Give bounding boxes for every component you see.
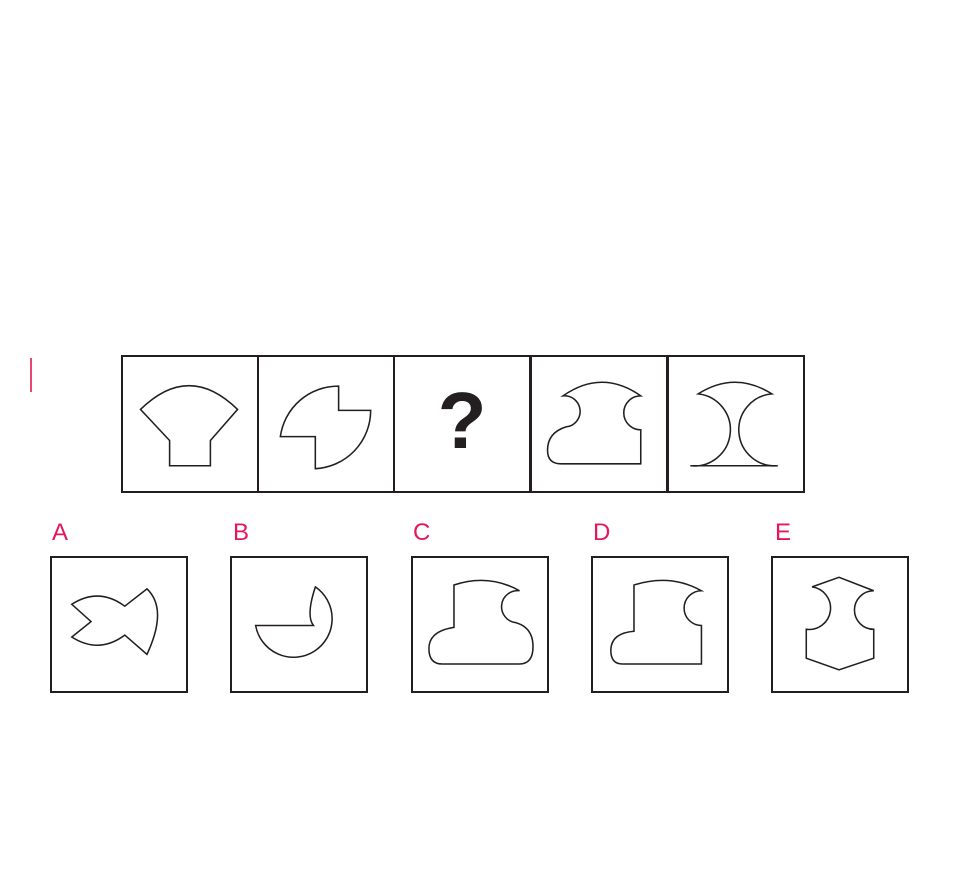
pacman-shape bbox=[254, 585, 333, 658]
option-b[interactable] bbox=[230, 556, 368, 693]
sequence-cell-5 bbox=[667, 355, 805, 493]
option-d[interactable] bbox=[591, 556, 729, 693]
question-mark: ? bbox=[437, 376, 487, 465]
option-label-a: A bbox=[52, 519, 69, 546]
option-label-c: C bbox=[413, 519, 431, 546]
option-a[interactable] bbox=[50, 556, 188, 693]
option-c[interactable] bbox=[411, 556, 549, 693]
hourglass-mound-shape bbox=[690, 381, 778, 467]
sequence-cell-2 bbox=[257, 355, 395, 493]
option-label-b: B bbox=[233, 519, 250, 546]
sequence-cell-4 bbox=[530, 355, 668, 493]
option-label-e: E bbox=[775, 519, 792, 546]
fan-t-shape bbox=[139, 384, 239, 467]
fish-shape bbox=[70, 587, 159, 656]
notched-mound-shape bbox=[546, 381, 644, 465]
stepped-mound-shape bbox=[428, 579, 534, 665]
sequence-cell-3: ? bbox=[393, 355, 531, 493]
stepped-block-shape bbox=[610, 579, 705, 665]
option-e[interactable] bbox=[771, 556, 909, 693]
split-circle-shape bbox=[279, 385, 372, 470]
edge-mark bbox=[30, 358, 32, 392]
sequence-cell-1 bbox=[121, 355, 259, 493]
hexagon-notched-shape bbox=[805, 576, 875, 671]
option-label-d: D bbox=[593, 519, 611, 546]
